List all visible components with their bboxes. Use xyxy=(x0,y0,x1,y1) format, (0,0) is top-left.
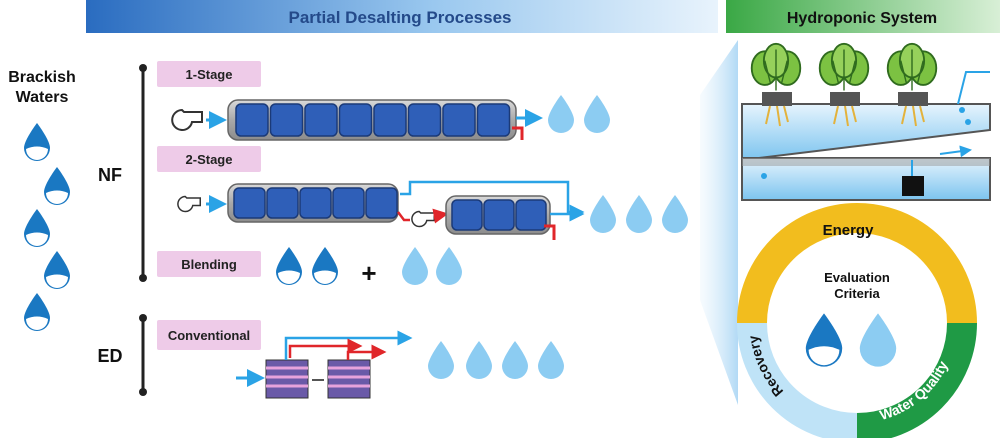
blending-label: Blending xyxy=(181,257,237,272)
conventional-label: Conventional xyxy=(168,328,250,343)
stage1-label: 1-Stage xyxy=(186,67,233,82)
product-drop-icon xyxy=(662,195,688,233)
product-drop-icon xyxy=(538,341,564,379)
brackish-drop-icon xyxy=(805,313,843,367)
membrane-module xyxy=(299,187,332,219)
membrane-modules xyxy=(451,199,547,231)
membrane-module xyxy=(373,103,407,137)
membrane-module xyxy=(407,103,442,137)
brackish-drop-icon xyxy=(44,251,70,289)
stage1-label-box xyxy=(157,61,261,87)
brackish-drop-icon xyxy=(24,209,50,247)
hydroponic-system xyxy=(741,42,991,201)
membrane-module xyxy=(451,199,483,231)
header-title: Partial Desalting Processes xyxy=(288,8,511,27)
membrane-module xyxy=(332,187,365,219)
product-drop-icon xyxy=(590,195,616,233)
membrane-module xyxy=(515,199,547,231)
brackish-drop-icon xyxy=(24,293,50,331)
membrane-module xyxy=(269,103,304,137)
criteria-ring xyxy=(737,203,977,438)
pump-icon xyxy=(177,195,202,213)
ed-stack-2 xyxy=(327,359,371,399)
lettuce-icon xyxy=(818,42,870,92)
nf-label: NF xyxy=(98,165,122,185)
pump-icon xyxy=(411,210,436,228)
hydroponic-title: Hydroponic System xyxy=(787,10,937,27)
plus-sign: + xyxy=(361,258,376,288)
membrane-module xyxy=(266,187,299,219)
ed-stack-1 xyxy=(265,359,309,399)
brackish-drop-icon xyxy=(312,247,338,285)
product-drop-icon xyxy=(466,341,492,379)
lettuce-icon xyxy=(886,42,938,92)
energy-label: Energy xyxy=(823,222,875,239)
product-drop-icon xyxy=(584,95,610,133)
ed-label: ED xyxy=(97,346,122,366)
light-beam xyxy=(700,40,738,405)
brackish-label-1: Brackish xyxy=(8,69,76,86)
membrane-module xyxy=(483,199,515,231)
membrane-modules xyxy=(235,103,511,137)
membrane-modules xyxy=(233,187,398,219)
product-drop-icon xyxy=(859,313,897,367)
hydroponic-banner xyxy=(726,0,1000,33)
membrane-module xyxy=(304,103,338,137)
brackish-drop-icon xyxy=(24,123,50,161)
membrane-module xyxy=(476,103,511,137)
product-drop-icon xyxy=(626,195,652,233)
criteria-center-2: Criteria xyxy=(834,286,880,301)
membrane-module xyxy=(338,103,373,137)
brackish-drop-icon xyxy=(44,167,70,205)
membrane-module xyxy=(233,187,266,219)
lettuce-icon xyxy=(750,42,802,92)
membrane-module xyxy=(365,187,398,219)
conventional-label-box xyxy=(157,320,261,350)
product-drop-icon xyxy=(436,247,462,285)
blending-label-box xyxy=(157,251,261,277)
stage2-label: 2-Stage xyxy=(186,152,233,167)
product-drop-icon xyxy=(402,247,428,285)
brackish-label-2: Waters xyxy=(16,89,69,106)
product-drop-icon xyxy=(548,95,574,133)
stage2-label-box xyxy=(157,146,261,172)
criteria-center-1: Evaluation xyxy=(824,270,890,285)
membrane-module xyxy=(442,103,476,137)
product-drop-icon xyxy=(428,341,454,379)
pump-icon xyxy=(171,109,203,131)
brackish-drop-icon xyxy=(276,247,302,285)
membrane-module xyxy=(235,103,269,137)
product-drop-icon xyxy=(502,341,528,379)
header-banner xyxy=(86,0,718,33)
